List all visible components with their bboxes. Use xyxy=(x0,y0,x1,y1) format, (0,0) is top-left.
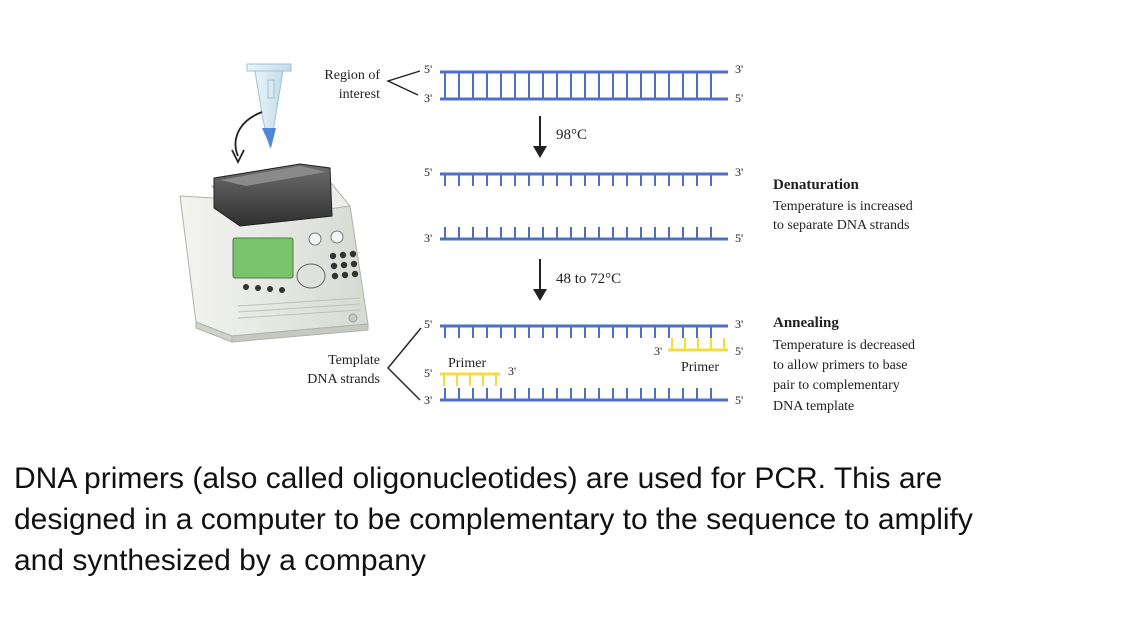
region-of-label: Region of xyxy=(324,68,380,83)
down-arrow-icon xyxy=(533,259,547,301)
tube-liquid xyxy=(262,128,276,148)
left-primer: Primer 5' 3' xyxy=(424,356,516,386)
thermocycler-icon xyxy=(179,163,369,343)
five-prime-label: 5' xyxy=(424,62,432,76)
machine-screen xyxy=(232,237,294,279)
down-arrow-icon xyxy=(533,116,547,158)
denaturation-temperature: 98°C xyxy=(556,127,587,143)
five-prime-label: 5' xyxy=(735,91,743,105)
annealing-temperature: 48 to 72°C xyxy=(556,271,621,287)
three-prime-label: 3' xyxy=(735,62,743,76)
insert-arrow-icon xyxy=(231,111,263,165)
five-prime-label: 5' xyxy=(735,344,743,358)
five-prime-label: 5' xyxy=(424,317,432,331)
pcr-diagram: Region of interest Template DNA strands … xyxy=(179,62,915,414)
right-primer: 3' 5' Primer xyxy=(654,338,743,375)
three-prime-label: 3' xyxy=(654,344,662,358)
annealing-line: to allow primers to base xyxy=(773,358,908,373)
region-bracket xyxy=(386,70,421,96)
five-prime-label: 5' xyxy=(735,231,743,245)
three-prime-label: 3' xyxy=(424,91,432,105)
three-prime-label: 3' xyxy=(424,393,432,407)
primer-label: Primer xyxy=(448,356,486,371)
five-prime-label: 5' xyxy=(424,366,432,380)
pcr-tube-icon xyxy=(246,63,292,149)
five-prime-label: 5' xyxy=(424,165,432,179)
caption: DNA primers (also called oligonucleotide… xyxy=(14,458,1134,581)
caption-line: designed in a computer to be complementa… xyxy=(14,503,973,536)
denaturation-line: to separate DNA strands xyxy=(773,218,909,233)
annealing-line: DNA template xyxy=(773,399,854,414)
caption-line: and synthesized by a company xyxy=(14,544,426,577)
primer-label: Primer xyxy=(681,360,719,375)
three-prime-label: 3' xyxy=(508,364,516,378)
dna-bottom-strand: 3' 5' xyxy=(424,388,743,407)
annealing-line: pair to complementary xyxy=(773,378,900,393)
caption-line: DNA primers (also called oligonucleotide… xyxy=(14,462,943,495)
template-bracket xyxy=(387,327,422,401)
interest-label: interest xyxy=(339,87,380,102)
three-prime-label: 3' xyxy=(735,317,743,331)
dna-double-strand: 5' 3' 3' 5' xyxy=(424,62,743,105)
denaturation-title: Denaturation xyxy=(773,177,859,193)
dna-bottom-strand: 3' 5' xyxy=(424,227,743,245)
denaturation-line: Temperature is increased xyxy=(773,199,913,214)
three-prime-label: 3' xyxy=(424,231,432,245)
annealing-title: Annealing xyxy=(773,315,839,331)
dna-top-strand: 5' 3' xyxy=(424,317,743,338)
five-prime-label: 5' xyxy=(735,393,743,407)
annealing-line: Temperature is decreased xyxy=(773,338,915,353)
dna-top-strand: 5' 3' xyxy=(424,165,743,186)
three-prime-label: 3' xyxy=(735,165,743,179)
template-label: Template xyxy=(328,353,380,368)
dna-strands-label: DNA strands xyxy=(307,372,380,387)
